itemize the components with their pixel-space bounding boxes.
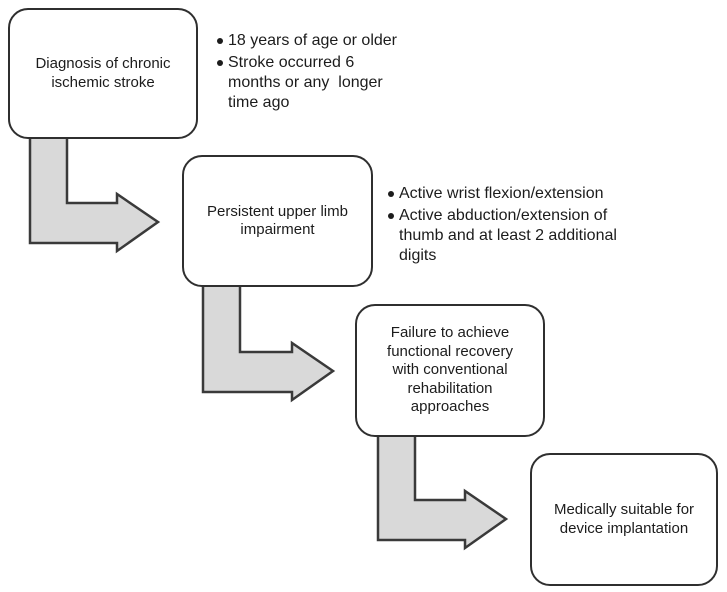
flow-box-implantation: Medically suitable for device implantati… xyxy=(530,453,718,586)
bullet-icon xyxy=(217,60,223,66)
criteria-list-diagnosis: 18 years of age or older Stroke occurred… xyxy=(217,31,422,115)
flow-box-diagnosis: Diagnosis of chronic ischemic stroke xyxy=(8,8,198,139)
criteria-text: Active abduction/extension of thumb and … xyxy=(399,207,617,264)
criteria-text: Active wrist flexion/extension xyxy=(399,185,604,202)
flow-box-implantation-label: Medically suitable for device implantati… xyxy=(553,501,695,537)
criteria-text: Stroke occurred 6 months or any longer t… xyxy=(228,54,383,111)
flow-box-impairment: Persistent upper limb impairment xyxy=(182,155,373,287)
bullet-icon xyxy=(388,191,394,197)
bent-arrow-1-icon xyxy=(28,127,161,254)
criteria-list-impairment: Active wrist flexion/extension Active ab… xyxy=(388,184,688,268)
flow-box-diagnosis-label: Diagnosis of chronic ischemic stroke xyxy=(35,55,171,91)
criteria-item: 18 years of age or older xyxy=(217,31,422,51)
bent-arrow-3-icon xyxy=(376,425,509,551)
flow-box-impairment-label: Persistent upper limb impairment xyxy=(207,202,348,239)
bullet-icon xyxy=(217,38,223,44)
criteria-item: Stroke occurred 6 months or any longer t… xyxy=(217,53,422,113)
criteria-text: 18 years of age or older xyxy=(228,32,397,49)
criteria-item: Active abduction/extension of thumb and … xyxy=(388,206,688,266)
bent-arrow-2-icon xyxy=(201,275,336,403)
flow-box-rehab-failure: Failure to achieve functional recovery w… xyxy=(355,304,545,437)
flow-box-rehab-failure-label: Failure to achieve functional recovery w… xyxy=(387,324,513,416)
bullet-icon xyxy=(388,213,394,219)
criteria-item: Active wrist flexion/extension xyxy=(388,184,688,204)
